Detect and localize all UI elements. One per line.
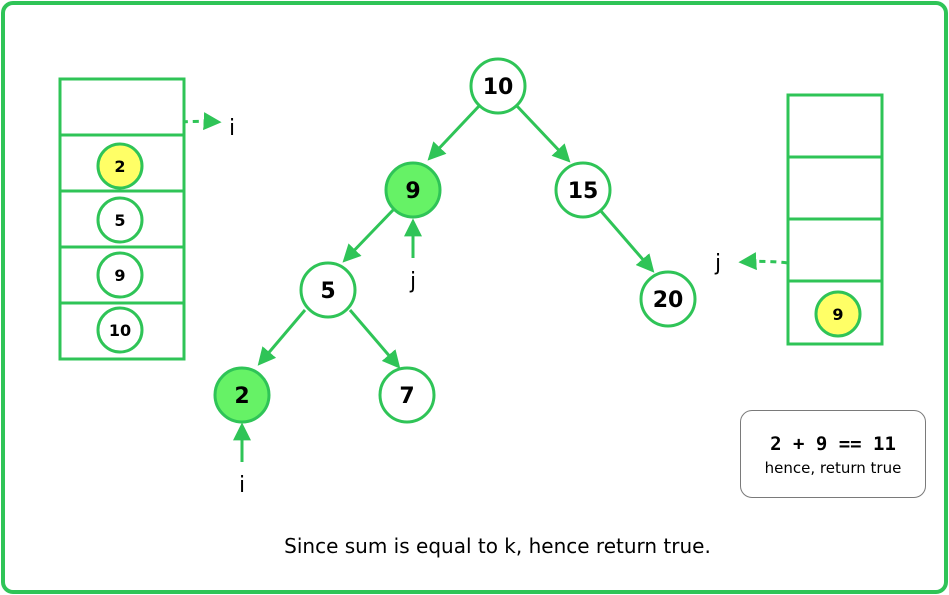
edge-9-5	[342, 206, 397, 263]
right-stack-item-circle	[814, 290, 862, 338]
left-stack-item-label: 2	[114, 157, 125, 176]
result-subtitle: hence, return true	[764, 459, 902, 477]
left-stack-item-circle	[96, 251, 144, 299]
tree-node-20	[639, 270, 697, 328]
tree-node-15	[554, 161, 612, 219]
right-stack-cell-empty	[786, 217, 884, 283]
tree-node-7-label: 7	[399, 384, 414, 409]
right-stack-cell-empty	[786, 93, 884, 159]
tree-node-10	[469, 57, 527, 115]
edge-15-20	[598, 209, 655, 273]
tree-node-10-label: 10	[483, 75, 514, 100]
left-stack-pointer-label: i	[229, 116, 235, 141]
tree-pointer-i-label: i	[239, 473, 245, 498]
left-stack-cell-empty	[58, 77, 186, 137]
left-stack-item-circle	[96, 306, 144, 354]
right-stack-item-label: 9	[832, 305, 843, 324]
edge-10-15	[514, 103, 571, 163]
left-stack-item-circle	[96, 196, 144, 244]
edge-10-9	[427, 103, 482, 161]
edge-5-2	[257, 309, 307, 366]
tree-node-9	[384, 161, 442, 219]
tree-node-15-label: 15	[568, 179, 599, 204]
caption: Since sum is equal to k, hence return tr…	[284, 534, 711, 558]
stack-pointer-i-arrow	[119, 112, 222, 144]
tree-node-2-label: 2	[234, 384, 249, 409]
tree-pointer-j-label: j	[409, 269, 416, 294]
tree-node-5-label: 5	[320, 279, 335, 304]
edge-5-7	[348, 309, 401, 369]
tree-node-5	[299, 261, 357, 319]
tree-node-2	[213, 366, 271, 424]
left-stack-item-circle	[96, 142, 144, 190]
left-stack-item-label: 9	[114, 266, 125, 285]
right-stack-pointer-label: j	[714, 251, 721, 276]
tree-node-7	[378, 366, 436, 424]
tree-node-20-label: 20	[653, 288, 684, 313]
result-box: 2 + 9 == 11 hence, return true	[740, 410, 926, 498]
tree-node-9-label: 9	[405, 179, 420, 204]
left-stack-item-label: 5	[114, 211, 125, 230]
left-stack-item-label: 10	[109, 321, 131, 340]
result-equation: 2 + 9 == 11	[770, 433, 896, 455]
right-stack-cell-empty	[786, 155, 884, 221]
